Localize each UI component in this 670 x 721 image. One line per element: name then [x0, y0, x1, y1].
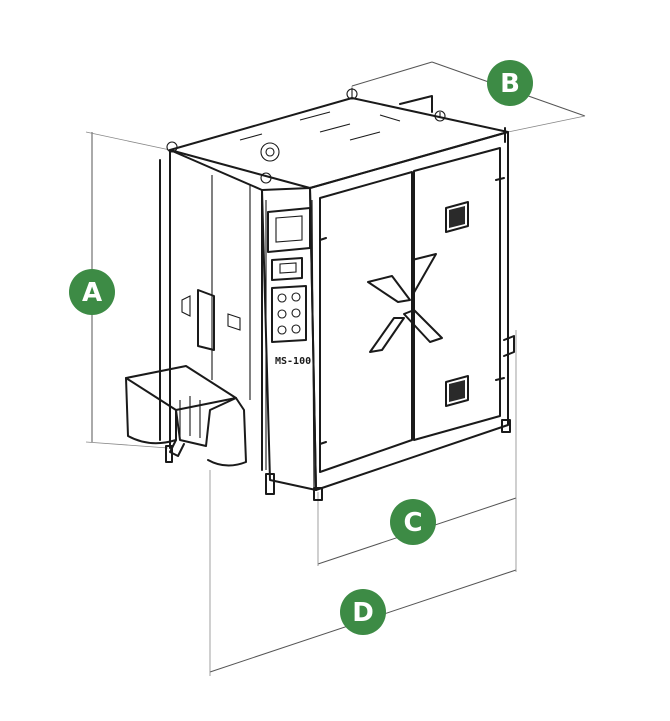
right-handle [503, 335, 515, 357]
top-plate [169, 97, 509, 189]
foot [265, 473, 275, 495]
eye-bolt [166, 141, 178, 153]
rear-bracket [399, 95, 506, 143]
left-door [319, 171, 413, 473]
control-buttons [277, 292, 301, 335]
brand-logo [367, 253, 443, 353]
badge-b: B [487, 60, 533, 106]
control-column [261, 187, 317, 491]
foot [313, 487, 323, 501]
side-handle [197, 289, 215, 351]
svg-text:C: C [403, 508, 422, 538]
top-port [260, 142, 280, 162]
vent-bottom [445, 375, 469, 407]
display-panel [271, 257, 303, 281]
badge-d: D [340, 589, 386, 635]
model-label: MS-100 [275, 356, 311, 367]
hmi-screen [267, 207, 311, 253]
badge-c: C [390, 499, 436, 545]
eye-bolt [260, 172, 272, 184]
machine-body: MS-100 [125, 88, 515, 501]
svg-text:B: B [500, 69, 520, 99]
vent-top [445, 201, 469, 233]
discharge-chute [125, 365, 247, 467]
button-panel [271, 285, 307, 343]
eye-bolt [434, 110, 446, 122]
eye-bolt [346, 88, 358, 100]
svg-text:D: D [352, 598, 374, 628]
right-door [413, 147, 501, 441]
badge-a: A [69, 269, 115, 315]
svg-text:A: A [82, 278, 102, 308]
foot [165, 445, 173, 463]
foot [501, 419, 511, 433]
dimension-b-line [351, 61, 433, 87]
